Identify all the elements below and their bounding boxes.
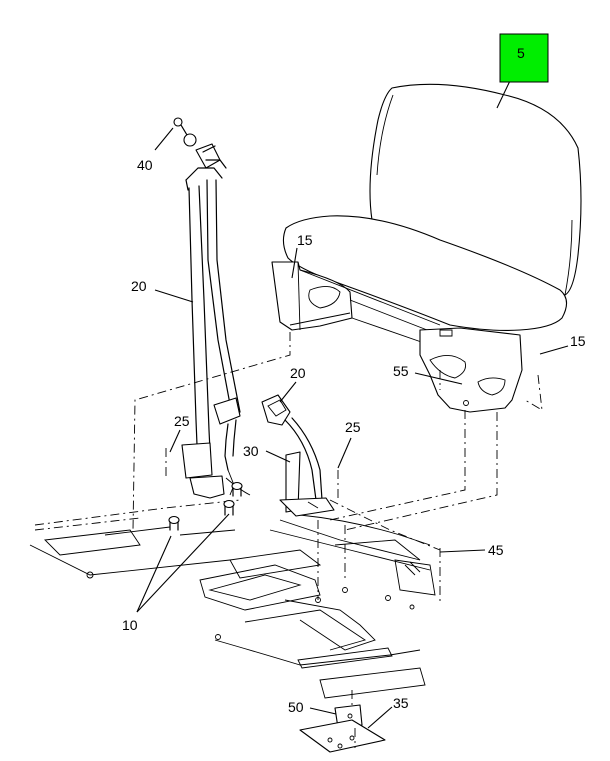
assembly-centerlines xyxy=(132,332,543,748)
callout-15-seat: 15 xyxy=(297,232,313,248)
floor-pan xyxy=(29,499,441,699)
highlight-box xyxy=(499,33,549,83)
callout-20-belt: 20 xyxy=(131,278,147,294)
callout-30: 30 xyxy=(243,443,259,459)
callout-40: 40 xyxy=(137,157,153,173)
callout-25-left: 25 xyxy=(174,413,190,429)
callout-35: 35 xyxy=(393,695,409,711)
callout-5: 5 xyxy=(517,45,525,61)
seat-frame-right xyxy=(419,327,523,413)
callout-55: 55 xyxy=(393,363,409,379)
callout-25-right: 25 xyxy=(345,419,361,435)
callout-50: 50 xyxy=(288,699,304,715)
callout-10: 10 xyxy=(122,617,138,633)
callout-labels: 5 15 15 40 20 20 25 25 30 55 45 10 50 35 xyxy=(122,45,586,715)
callout-45: 45 xyxy=(488,542,504,558)
bench-seat xyxy=(271,83,582,413)
shoulder-belt-assembly xyxy=(173,117,251,499)
callout-20-buckle: 20 xyxy=(290,365,306,381)
mounting-bracket xyxy=(299,704,386,753)
leader-lines xyxy=(136,61,569,729)
stud-fasteners xyxy=(168,481,243,531)
callout-15-right: 15 xyxy=(570,333,586,349)
belt-retractor xyxy=(181,442,213,479)
buckle-assembly xyxy=(261,394,335,517)
